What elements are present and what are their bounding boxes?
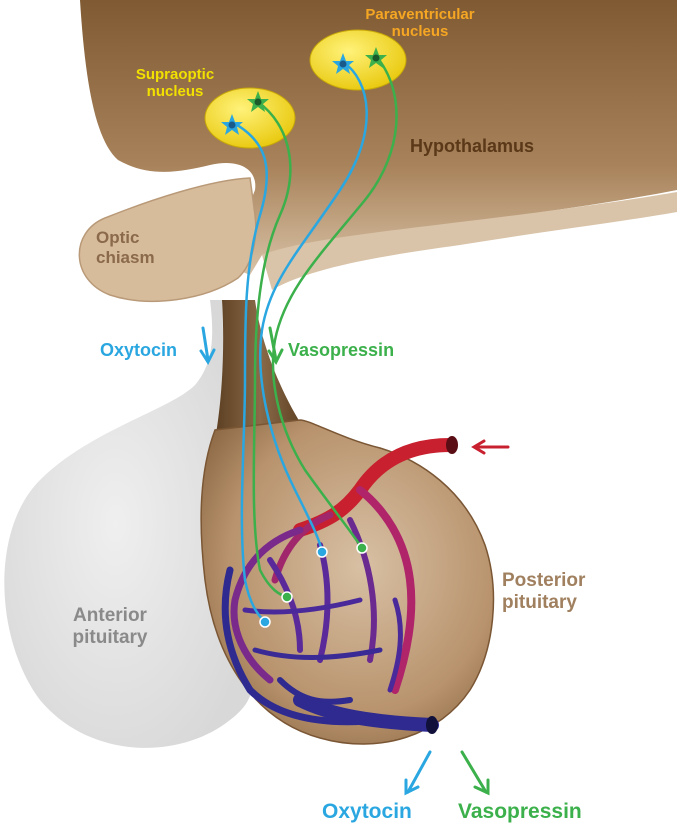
optic-chiasm [78,177,257,303]
oxytocin-neuron-supraoptic [221,114,243,135]
vasopressin-neuron-supraoptic [247,91,269,112]
hypothalamus-label: Hypothalamus [410,136,535,156]
oxytocin-arrow-top [199,326,216,366]
posterior-pituitary [200,419,495,745]
vasopressin-arrow-bottom [460,750,490,796]
oxytocin-label-top: Oxytocin [100,340,178,360]
arrows [199,326,510,796]
oxytocin-label-bottom: Oxytocin [322,800,412,823]
vasopressin-label-top: Vasopressin [288,340,395,360]
hypothalamus-floor [262,192,677,290]
paraventricular-nucleus-label: Paraventricular nucleus [365,6,475,41]
vasopressin-axons [252,55,398,599]
oxytocin-axons [231,60,368,623]
posterior-pituitary-label: Posterior pituitary [502,570,586,613]
artery-inflow-arrow [471,439,510,455]
axon-terminals [259,542,368,628]
neuron-cell-bodies [221,47,387,135]
anterior-pituitary [4,300,252,748]
artery-end [446,436,458,454]
supraoptic-nucleus-label: Supraoptic nucleus [135,66,215,101]
capillary-network [221,438,457,732]
vasopressin-neuron-paraventricular [365,47,387,68]
vein-end [426,716,438,734]
vasopressin-arrow-top [267,326,284,366]
paraventricular-nucleus [309,29,407,91]
optic-chiasm-label: Optic chiasm [96,228,155,267]
vasopressin-label-bottom: Vasopressin [458,800,582,823]
oxytocin-arrow-bottom [404,750,432,796]
anterior-pituitary-label: Anterior pituitary [72,605,148,648]
oxytocin-neuron-paraventricular [332,53,354,74]
hypothalamus-region [80,0,677,275]
